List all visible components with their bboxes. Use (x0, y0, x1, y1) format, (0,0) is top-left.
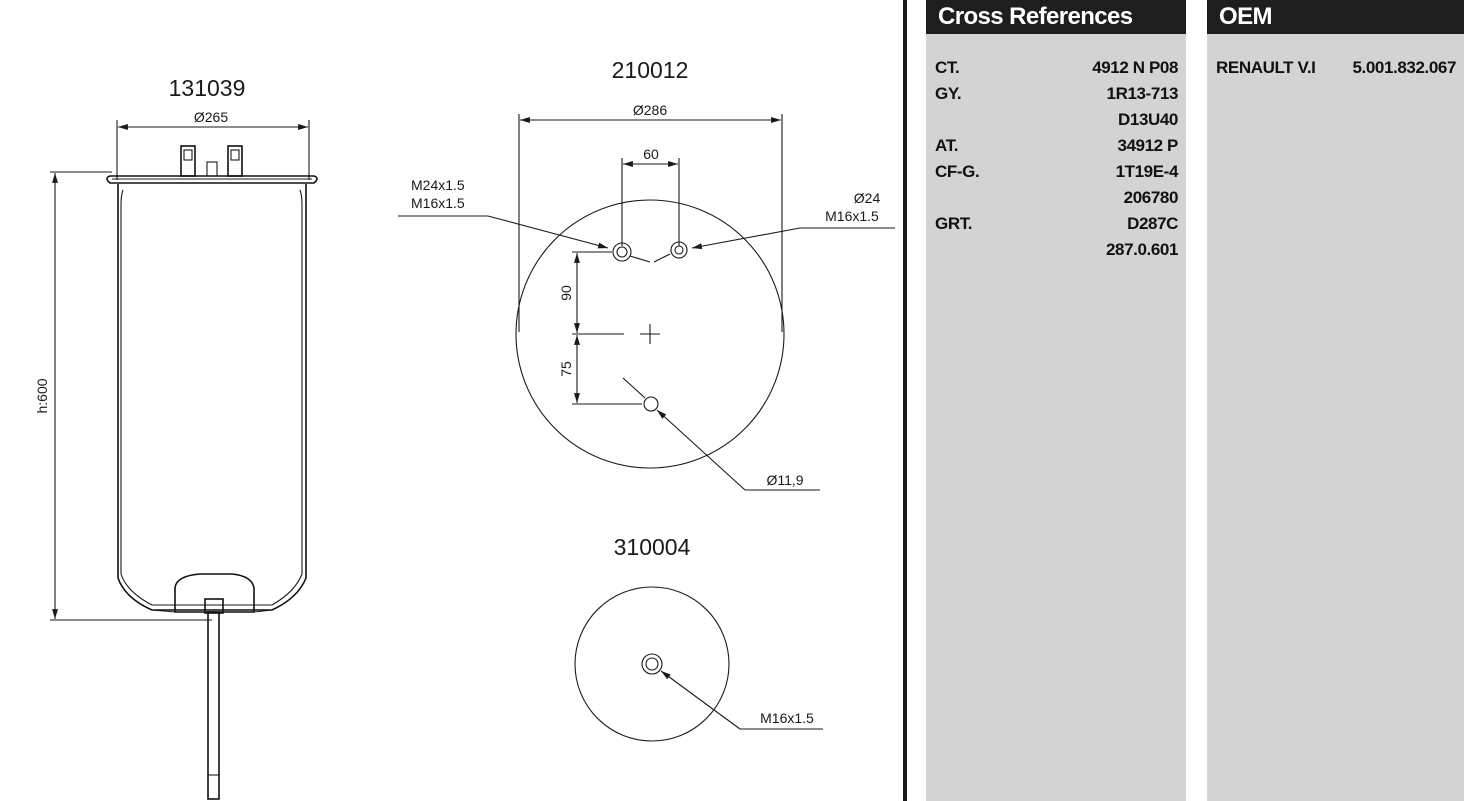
reference-row: CT. 4912 N P08 (926, 55, 1186, 81)
reference-row: RENAULT V.I 5.001.832.067 (1207, 55, 1464, 81)
right-leader-arrow (691, 227, 801, 250)
air-hole-centerline (622, 377, 646, 399)
bellow-body-inner (120, 189, 303, 606)
reference-code: 1R13-713 (1106, 84, 1179, 103)
stud-right-inner (230, 149, 240, 161)
reference-code: 5.001.832.067 (1352, 58, 1456, 77)
hole-label: Ø11,9 (766, 472, 803, 488)
reference-code: 34912 P (1117, 136, 1178, 155)
bellow-bottom-stud-head (204, 598, 224, 614)
top-plate-part-number: 210012 (612, 57, 689, 83)
bottom-thread-label: M16x1.5 (760, 710, 814, 726)
reference-row: 287.0.601 (926, 237, 1186, 263)
oem-panel: OEM RENAULT V.I 5.001.832.067 (1207, 0, 1464, 801)
reference-brand: CT. (935, 58, 960, 77)
reference-code: 206780 (1123, 188, 1179, 207)
bottom-stud-outer (641, 653, 663, 675)
bellow-piston-skirt (151, 609, 273, 613)
bellow-height-label: h:600 (34, 378, 50, 413)
right-thread-label-1: Ø24 (854, 190, 881, 206)
reference-brand: AT. (935, 136, 959, 155)
top-plate-view: 210012 Ø286 60 M24x1.5 M16x1.5 Ø24 M16x1… (398, 57, 895, 491)
bellow-body-outer (117, 184, 307, 611)
reference-brand: CF-G. (935, 162, 980, 181)
reference-row: AT. 34912 P (926, 133, 1186, 159)
stud-left (180, 145, 196, 177)
air-hole-circle (643, 396, 659, 412)
stud-centerline-b (653, 253, 671, 263)
stud-center-valve (206, 161, 218, 177)
reference-code: D287C (1127, 214, 1178, 233)
reference-row: GY. 1R13-713 (926, 81, 1186, 107)
stud-right-outer (670, 241, 688, 259)
right-thread-label-2: M16x1.5 (825, 208, 879, 224)
bottom-leader-arrow (660, 670, 741, 730)
reference-row: D13U40 (926, 107, 1186, 133)
reference-row: GRT. D287C (926, 211, 1186, 237)
technical-drawing: 131039 Ø265 h:600 (34, 57, 895, 800)
stud-left-inner (183, 149, 193, 161)
bellow-top-bead (106, 175, 318, 184)
left-thread-label-1: M24x1.5 (411, 177, 465, 193)
stud-left-outer (612, 242, 632, 262)
plate-diameter-label: Ø286 (633, 102, 667, 118)
reference-code: 4912 N P08 (1092, 58, 1178, 77)
reference-code: 287.0.601 (1105, 240, 1178, 259)
offset-upper-label: 90 (558, 285, 574, 301)
top-plate-circle (515, 199, 785, 469)
reference-brand: RENAULT V.I (1216, 58, 1316, 77)
bottom-plate-part-number: 310004 (614, 534, 691, 560)
offset-lower-label: 75 (558, 361, 574, 377)
hole-leader-arrow (656, 409, 746, 491)
bellow-bottom-stud (207, 611, 220, 800)
bellow-part-number: 131039 (169, 75, 246, 101)
panel-divider (903, 0, 907, 801)
reference-brand: GY. (935, 84, 962, 103)
stud-right (227, 145, 243, 177)
reference-row: CF-G. 1T19E-4 (926, 159, 1186, 185)
reference-code: 1T19E-4 (1115, 162, 1179, 181)
spacing-label: 60 (643, 146, 659, 162)
reference-row: 206780 (926, 185, 1186, 211)
bottom-plate-view: 310004 M16x1.5 (574, 534, 823, 742)
oem-title: OEM (1207, 0, 1464, 34)
stud-centerline-a (629, 255, 651, 263)
cross-references-title: Cross References (926, 0, 1186, 34)
bellow-top-studs (180, 145, 243, 177)
left-thread-label-2: M16x1.5 (411, 195, 465, 211)
reference-code: D13U40 (1118, 110, 1178, 129)
bellow-view: 131039 Ø265 h:600 (34, 75, 318, 800)
bellow-piston (174, 573, 255, 613)
left-leader-arrow (487, 215, 609, 249)
bottom-plate-circle (574, 586, 730, 742)
oem-list: RENAULT V.I 5.001.832.067 (1207, 34, 1464, 81)
bottom-stud-inner (645, 657, 659, 671)
stud-right-inner-circle (674, 245, 684, 255)
bellow-diameter-label: Ø265 (194, 109, 228, 125)
stud-left-inner-circle (616, 246, 628, 258)
reference-brand: GRT. (935, 214, 973, 233)
